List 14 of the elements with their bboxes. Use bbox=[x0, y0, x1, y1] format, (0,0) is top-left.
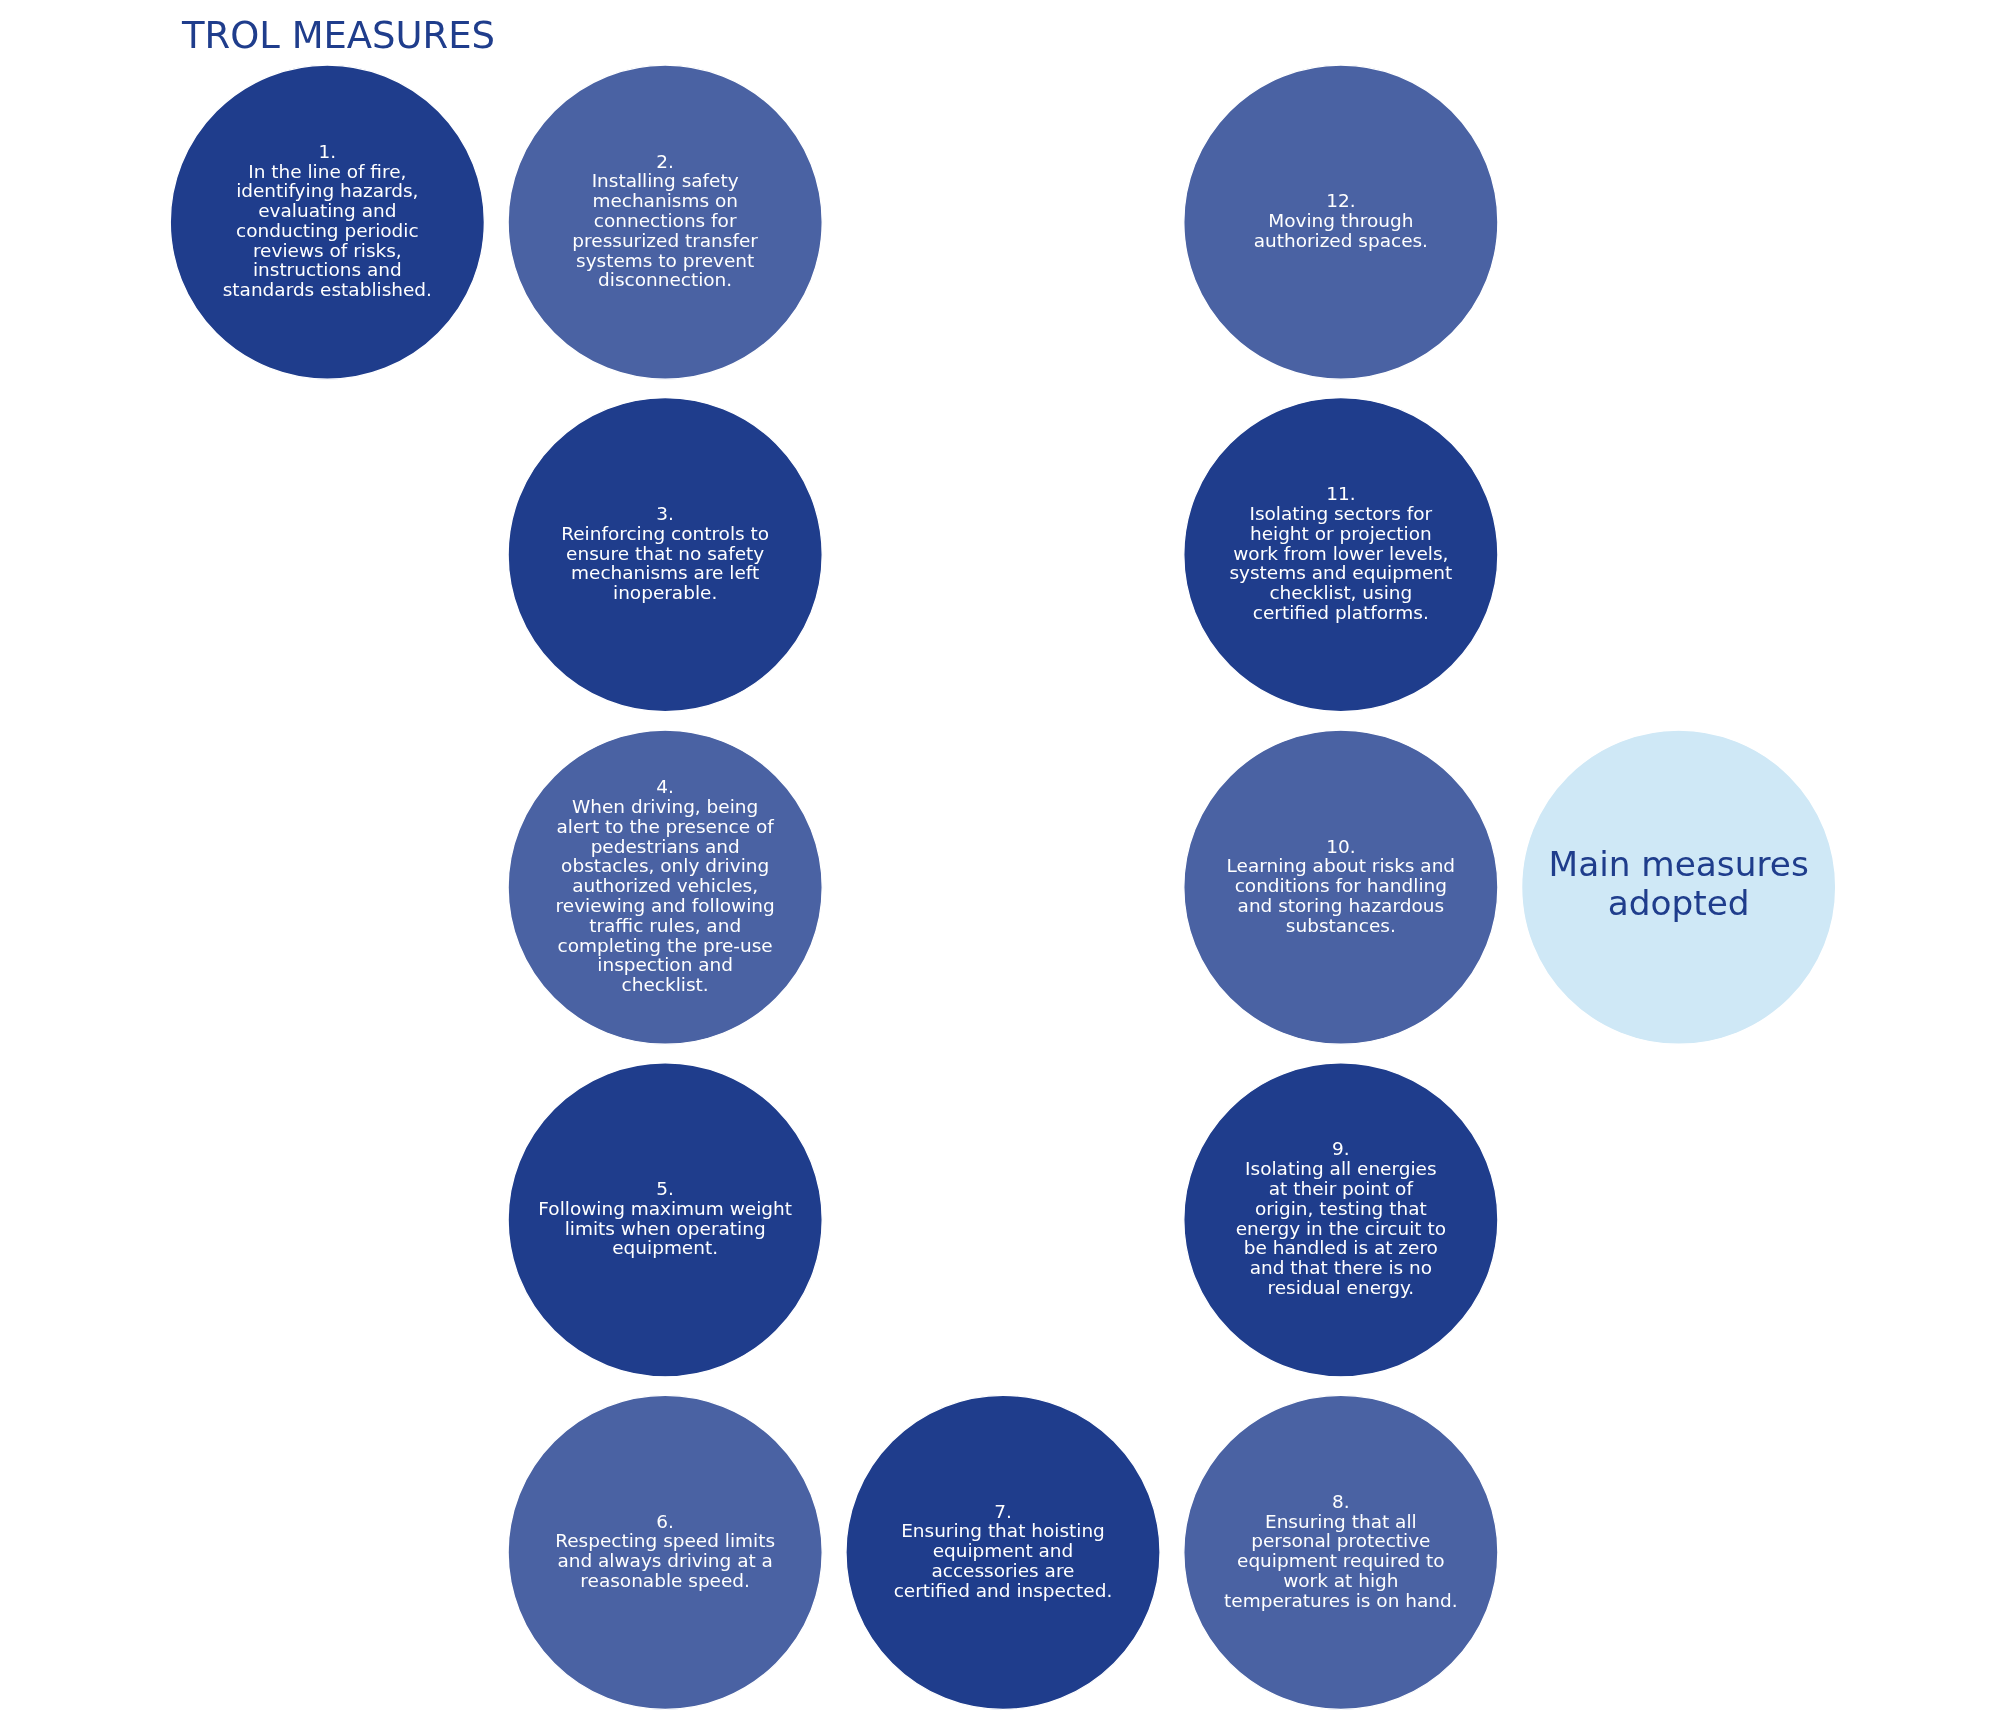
node-circle: 5. Following maximum weight limits when operating equipment. bbox=[506, 1062, 823, 1378]
node-circle: 8. Ensuring that all personal protective equipment required to work at high temperatures is on hand. bbox=[1182, 1394, 1499, 1711]
node-circle: Main measures adopted bbox=[1520, 729, 1836, 1045]
node-circle: 1. In the line of fire, identifying hazards, evaluating and conducting periodic reviews of risks, instructions and standards established. bbox=[169, 64, 485, 380]
node-circle: 11. Isolating sectors for height or projection work from lower levels, systems and equipment checklist, using certified platforms. bbox=[1182, 396, 1499, 713]
node-circle: 7. Ensuring that hoisting equipment and accessories are certified and inspected. bbox=[844, 1394, 1161, 1711]
node-circle: 2. Installing safety mechanisms on connections for pressurized transfer systems to prevent disconnection. bbox=[506, 64, 823, 380]
node-circle: 10. Learning about risks and conditions for handling and storing hazardous substances. bbox=[1182, 729, 1499, 1045]
node-circle: 9. Isolating all energies at their point of origin, testing that energy in the circuit to be handled is at zero and that there is no residual energy. bbox=[1182, 1062, 1499, 1378]
node-circle: 6. Respecting speed limits and always driving at a reasonable speed. bbox=[506, 1394, 823, 1711]
node-circle: 12. Moving through authorized spaces. bbox=[1182, 64, 1499, 380]
node-circle: 4. When driving, being alert to the presence of pedestrians and obstacles, only driving authorized vehicles, reviewing and following traffic rules, and completing the pre-use inspection and checklist. bbox=[506, 729, 823, 1045]
diagram-title: TROL MEASURES bbox=[181, 14, 495, 58]
node-circle: 3. Reinforcing controls to ensure that no safety mechanisms are left inoperable. bbox=[506, 396, 823, 713]
